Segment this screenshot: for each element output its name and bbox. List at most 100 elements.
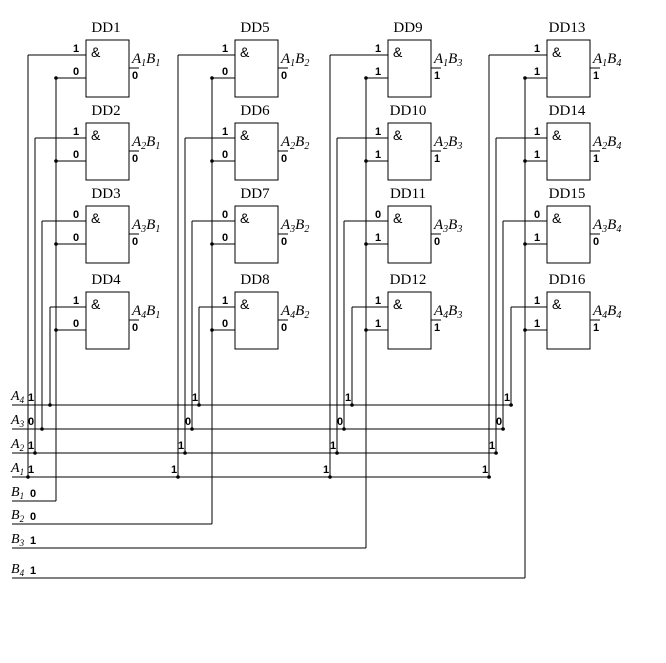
input-a-value: 0 — [375, 209, 381, 221]
output-value: 0 — [281, 322, 287, 334]
output-label: A1B1 — [131, 51, 160, 69]
output-value: 0 — [593, 236, 599, 248]
gate-box — [85, 205, 130, 264]
output-value: 0 — [132, 236, 138, 248]
and-symbol: & — [552, 44, 562, 60]
gate-label: DD7 — [240, 186, 270, 202]
output-label: A4B2 — [280, 303, 309, 321]
bus-value: 1 — [330, 440, 336, 452]
input-label-a1: A1 — [10, 461, 24, 477]
gate-box — [85, 122, 130, 181]
output-label: A3B3 — [433, 217, 462, 235]
gate-label: DD2 — [91, 103, 120, 119]
input-b-value: 0 — [222, 232, 228, 244]
bus-value: 1 — [28, 464, 34, 476]
output-label: A4B4 — [592, 303, 621, 321]
input-label-a4: A4 — [10, 389, 25, 405]
output-label: A2B4 — [592, 134, 621, 152]
and-symbol: & — [240, 127, 250, 143]
output-value: 1 — [593, 70, 599, 82]
output-value: 0 — [132, 153, 138, 165]
input-a-value: 1 — [534, 126, 540, 138]
and-symbol: & — [91, 44, 101, 60]
output-value: 0 — [281, 236, 287, 248]
output-value: 0 — [434, 236, 440, 248]
and-symbol: & — [91, 210, 101, 226]
and-symbol: & — [240, 296, 250, 312]
input-b-value: 0 — [73, 232, 79, 244]
and-symbol: & — [552, 210, 562, 226]
bus-value: 1 — [323, 464, 329, 476]
input-label-b3: B3 — [11, 532, 25, 548]
input-label-b4: B4 — [11, 562, 25, 578]
gate-box — [387, 205, 432, 264]
gate-box — [546, 205, 591, 264]
bus-value: 0 — [185, 416, 191, 428]
bus-value: 0 — [30, 511, 36, 523]
input-b-value: 1 — [375, 149, 381, 161]
output-label: A1B4 — [592, 51, 621, 69]
and-symbol: & — [91, 127, 101, 143]
and-symbol: & — [240, 210, 250, 226]
input-b-value: 0 — [222, 149, 228, 161]
output-label: A3B2 — [280, 217, 309, 235]
and-symbol: & — [393, 127, 403, 143]
input-a-value: 0 — [222, 209, 228, 221]
output-value: 0 — [281, 70, 287, 82]
input-a-value: 1 — [222, 126, 228, 138]
bus-value: 1 — [28, 392, 34, 404]
bus-value: 0 — [30, 488, 36, 500]
output-value: 1 — [434, 322, 440, 334]
output-value: 1 — [434, 70, 440, 82]
input-a-value: 1 — [375, 43, 381, 55]
gate-box — [85, 39, 130, 98]
and-symbol: & — [552, 127, 562, 143]
output-label: A4B1 — [131, 303, 160, 321]
input-b-value: 1 — [375, 66, 381, 78]
bus-value: 1 — [482, 464, 488, 476]
and-symbol: & — [91, 296, 101, 312]
input-a-value: 1 — [222, 43, 228, 55]
output-label: A2B1 — [131, 134, 160, 152]
gate-label: DD8 — [240, 272, 269, 288]
gate-label: DD15 — [549, 186, 586, 202]
gate-box — [234, 39, 279, 98]
and-symbol: & — [552, 296, 562, 312]
output-label: A1B2 — [280, 51, 309, 69]
bus-value: 1 — [171, 464, 177, 476]
bus-value: 1 — [504, 392, 510, 404]
input-label-a3: A3 — [10, 413, 25, 429]
output-value: 1 — [593, 322, 599, 334]
input-a-value: 1 — [73, 126, 79, 138]
gate-box — [387, 39, 432, 98]
gate-label: DD9 — [393, 20, 422, 36]
bus-value: 1 — [30, 565, 36, 577]
input-b-value: 1 — [375, 318, 381, 330]
output-label: A2B2 — [280, 134, 309, 152]
input-b-value: 0 — [73, 318, 79, 330]
gate-label: DD14 — [549, 103, 586, 119]
gate-label: DD6 — [240, 103, 270, 119]
input-b-value: 0 — [73, 149, 79, 161]
input-a-value: 1 — [222, 295, 228, 307]
input-a-value: 0 — [73, 209, 79, 221]
bus-value: 1 — [489, 440, 495, 452]
input-b-value: 1 — [375, 232, 381, 244]
and-symbol: & — [240, 44, 250, 60]
gate-box — [387, 291, 432, 350]
gate-label: DD12 — [390, 272, 427, 288]
bus-value: 0 — [496, 416, 502, 428]
output-label: A2B3 — [433, 134, 462, 152]
input-a-value: 1 — [375, 295, 381, 307]
gate-label: DD1 — [91, 20, 120, 36]
input-a-value: 1 — [375, 126, 381, 138]
bus-value: 0 — [28, 416, 34, 428]
